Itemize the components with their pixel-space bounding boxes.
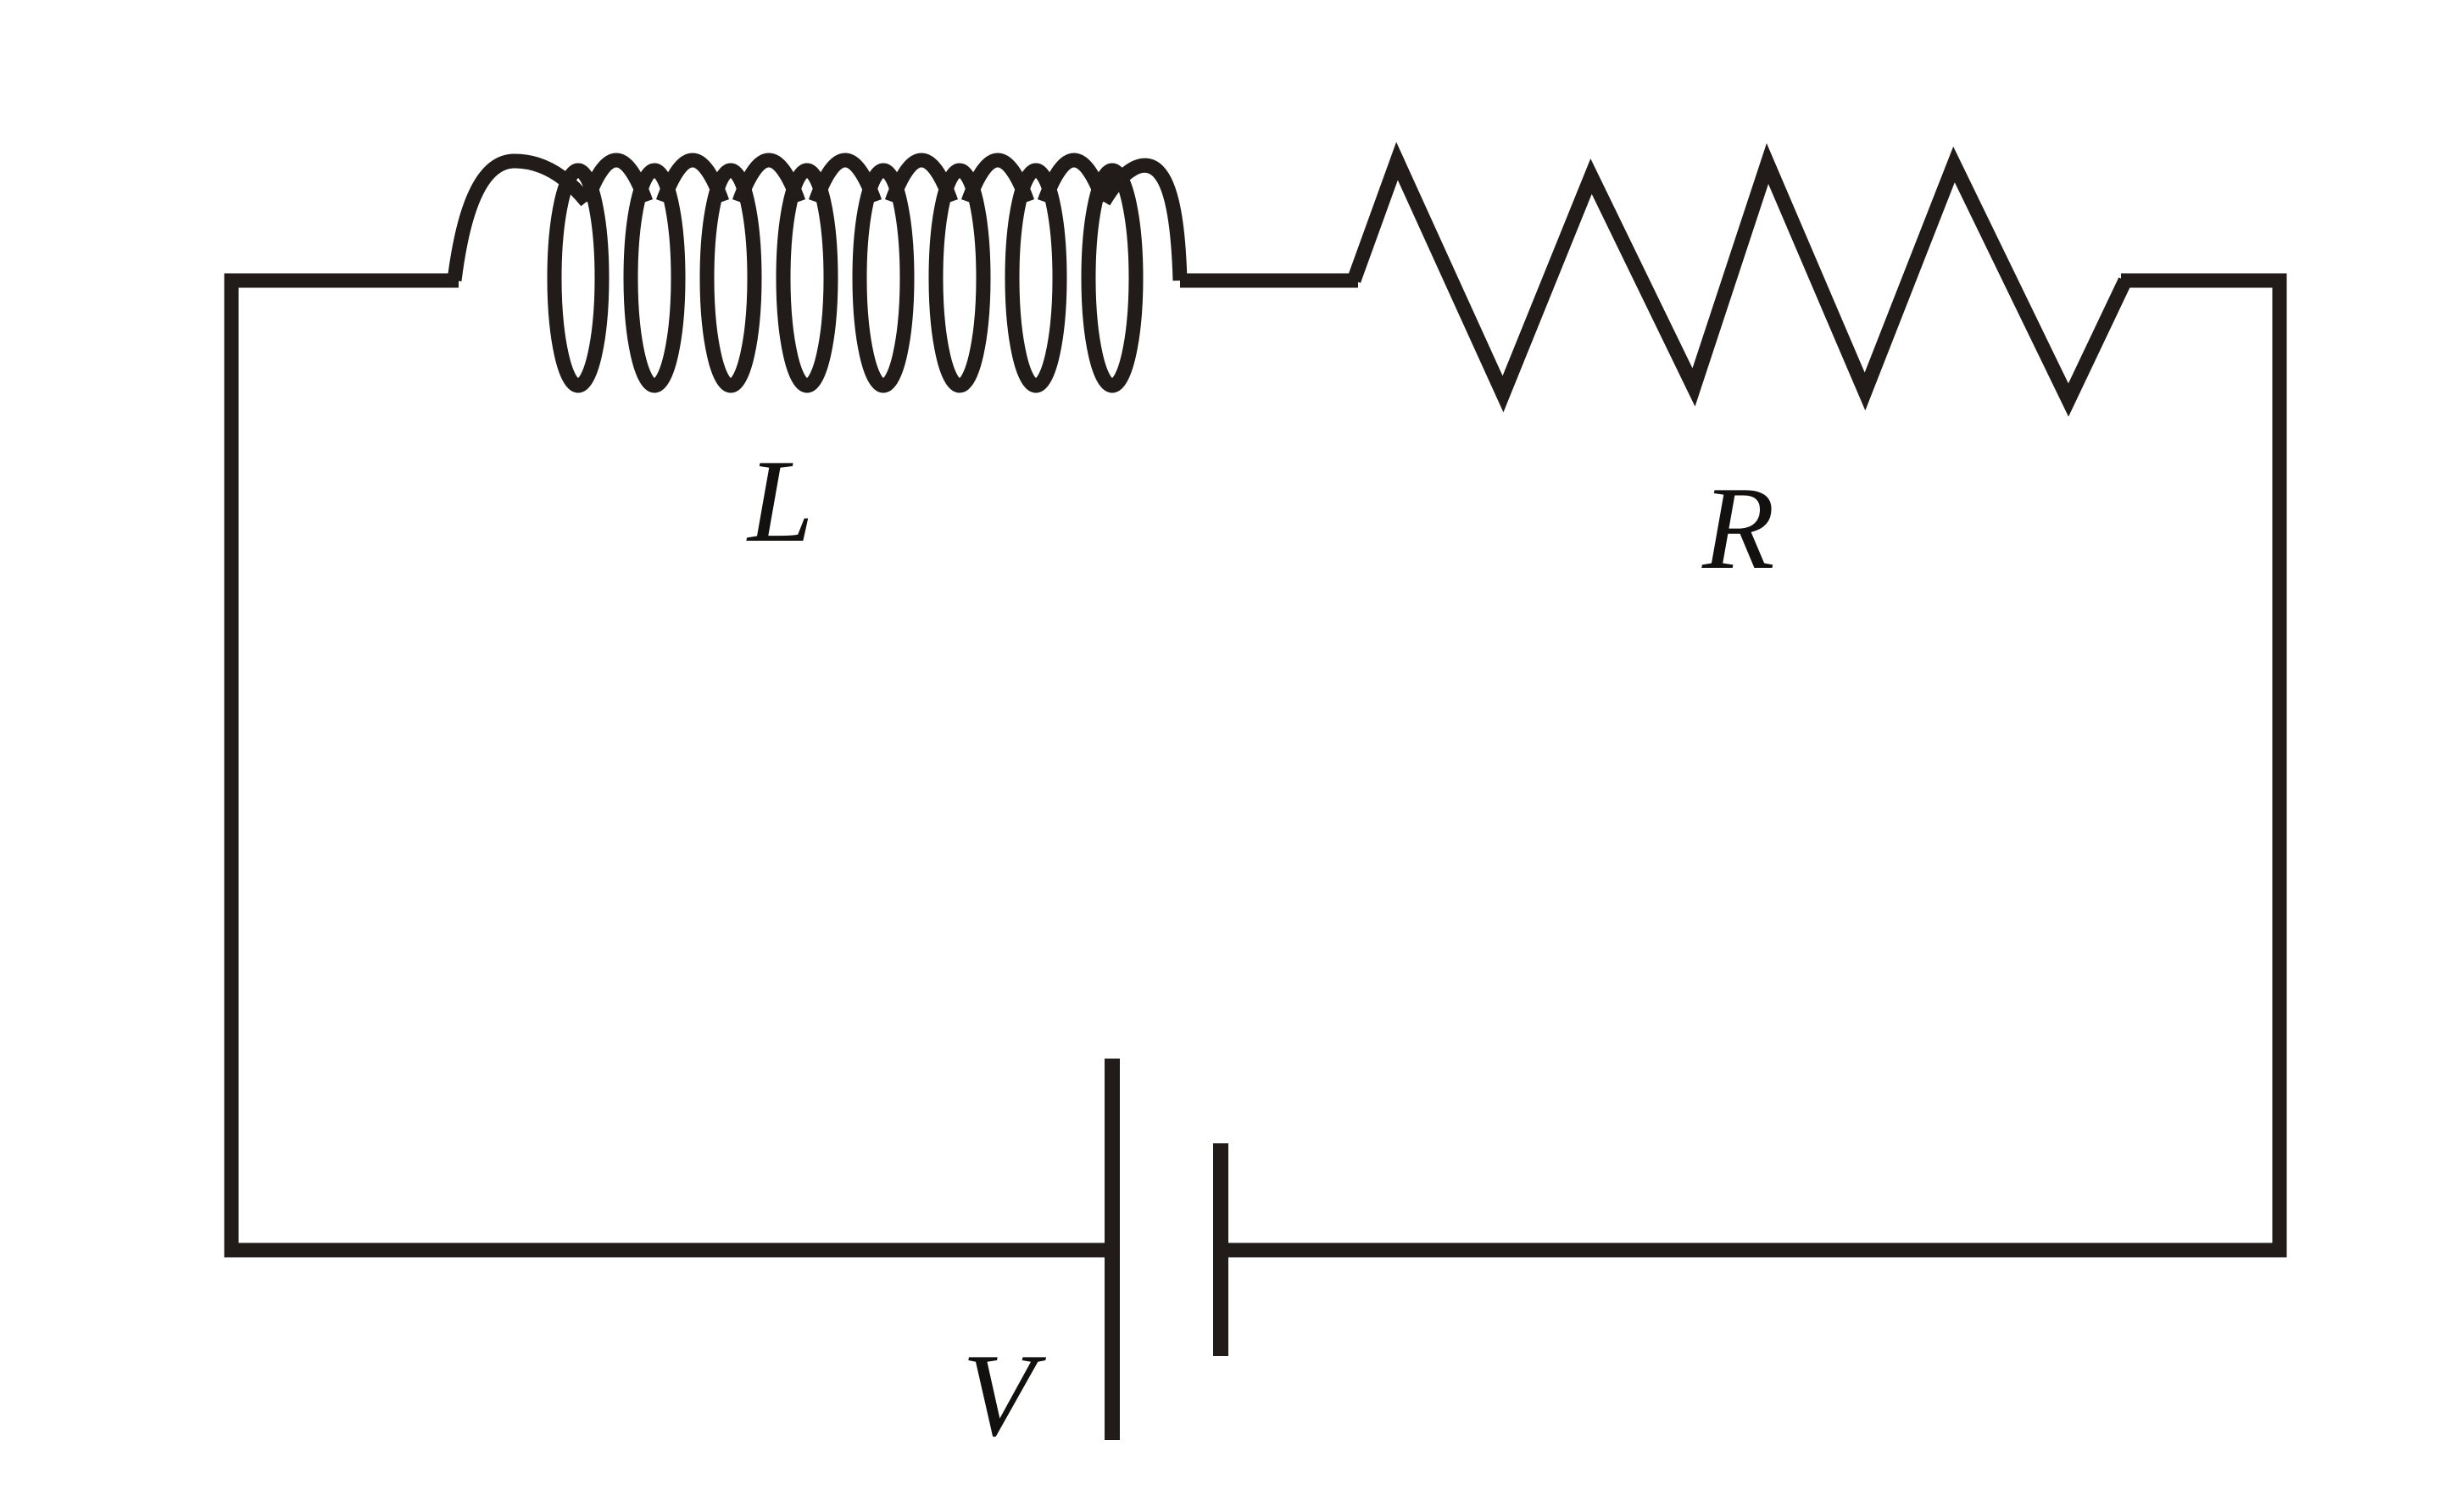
resistor-symbol <box>1347 142 2132 417</box>
inductor-coil-loop <box>623 163 686 393</box>
battery-label: V <box>962 1330 1046 1461</box>
wire-left-loop <box>224 273 1105 1258</box>
wire-right-loop <box>1228 273 2287 1258</box>
inductor-coil-loop <box>547 163 610 393</box>
inductor-coil-loop <box>928 163 991 393</box>
battery-symbol <box>1105 1059 1228 1440</box>
inductor-coil-loop <box>776 163 838 393</box>
inductor-coil-loop <box>1081 163 1144 393</box>
inductor-coil-loop <box>852 163 915 393</box>
inductor-coil-loop <box>699 163 762 393</box>
inductor-coil-arcs <box>447 153 1188 282</box>
inductor-symbol <box>447 153 1188 393</box>
inductor-coil-loop <box>1005 163 1067 393</box>
inductor-label: L <box>746 436 814 567</box>
resistor-label: R <box>1701 463 1775 594</box>
